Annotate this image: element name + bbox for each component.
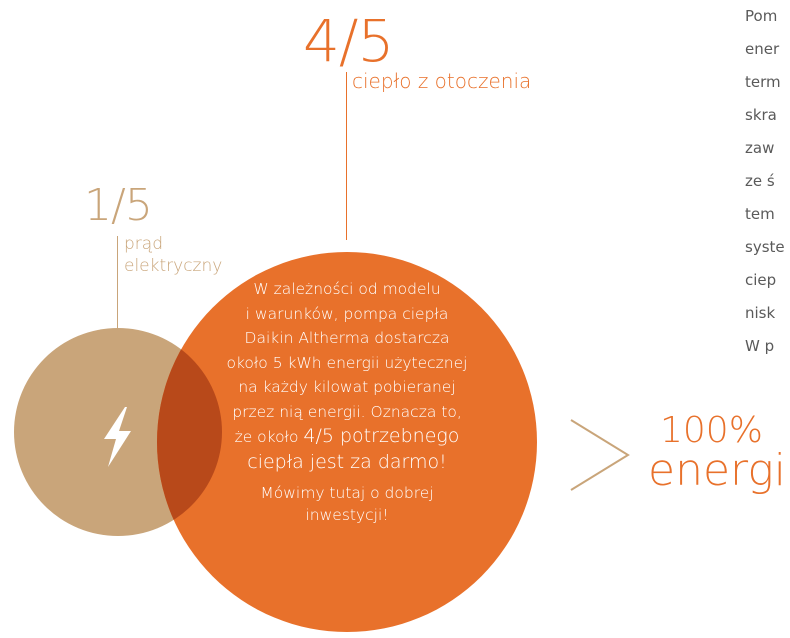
left-share-label-line2: elektryczny bbox=[124, 256, 223, 276]
right-text-fragment: W p bbox=[745, 337, 775, 355]
right-text-fragment: term bbox=[745, 73, 781, 91]
right-text-fragment: ze ś bbox=[745, 172, 775, 190]
circle-text-line10: inwestycji! bbox=[305, 506, 389, 524]
left-share-label-line1: prąd bbox=[124, 234, 163, 254]
right-text-column: Pom ener term skra zaw ze ś tem syste ciep nisk W … bbox=[745, 0, 790, 363]
result-word: energii bbox=[648, 445, 790, 496]
circle-text-line6: przez nią energii. Oznacza to, bbox=[232, 402, 462, 421]
right-text-fragment: nisk bbox=[745, 304, 776, 322]
left-connector-line bbox=[117, 236, 118, 332]
right-text-fragment: tem bbox=[745, 205, 775, 223]
circle-text-line3: Daikin Altherma dostarcza bbox=[244, 329, 450, 347]
circle-text-line1: W zależności od modelu bbox=[253, 280, 441, 298]
circle-text-line7: że około 4/5 potrzebnego bbox=[207, 424, 487, 450]
circle-text-line4: około 5 kWh energii użytecznej bbox=[226, 353, 468, 372]
left-share-label: prąd elektryczny bbox=[124, 233, 222, 277]
circle-text-line5: na każdy kilowat pobieranej bbox=[238, 378, 456, 396]
top-connector-line bbox=[346, 72, 347, 240]
right-text-fragment: skra bbox=[745, 106, 777, 124]
top-fraction: 4/5 bbox=[303, 7, 394, 75]
circle-text-line8: ciepła jest za darmo! bbox=[247, 450, 447, 473]
circle-text-line2: i warunków, pompa ciepła bbox=[245, 304, 449, 323]
chevron-right-arrow-icon bbox=[570, 419, 630, 491]
lightning-bolt-icon bbox=[104, 407, 131, 467]
left-fraction: 1/5 bbox=[84, 180, 153, 231]
right-text-fragment: Pom bbox=[745, 7, 778, 25]
top-share-label: ciepło z otoczenia bbox=[352, 69, 532, 93]
ambient-heat-circle bbox=[157, 252, 537, 632]
right-text-fragment: ener bbox=[745, 40, 780, 58]
right-text-fragment: ciep bbox=[745, 271, 777, 289]
orange-circle-text: W zależności od modelu i warunków, pompa… bbox=[207, 277, 487, 526]
circle-text-line9: Mówimy tutaj o dobrej bbox=[260, 484, 434, 502]
right-text-fragment: syste bbox=[745, 238, 785, 256]
right-text-fragment: zaw bbox=[745, 139, 775, 157]
circle-text-line7-emphasis: 4/5 potrzebnego bbox=[303, 425, 460, 447]
circle-text-line7-prefix: że około bbox=[234, 428, 304, 446]
result-percent: 100% bbox=[660, 410, 763, 451]
